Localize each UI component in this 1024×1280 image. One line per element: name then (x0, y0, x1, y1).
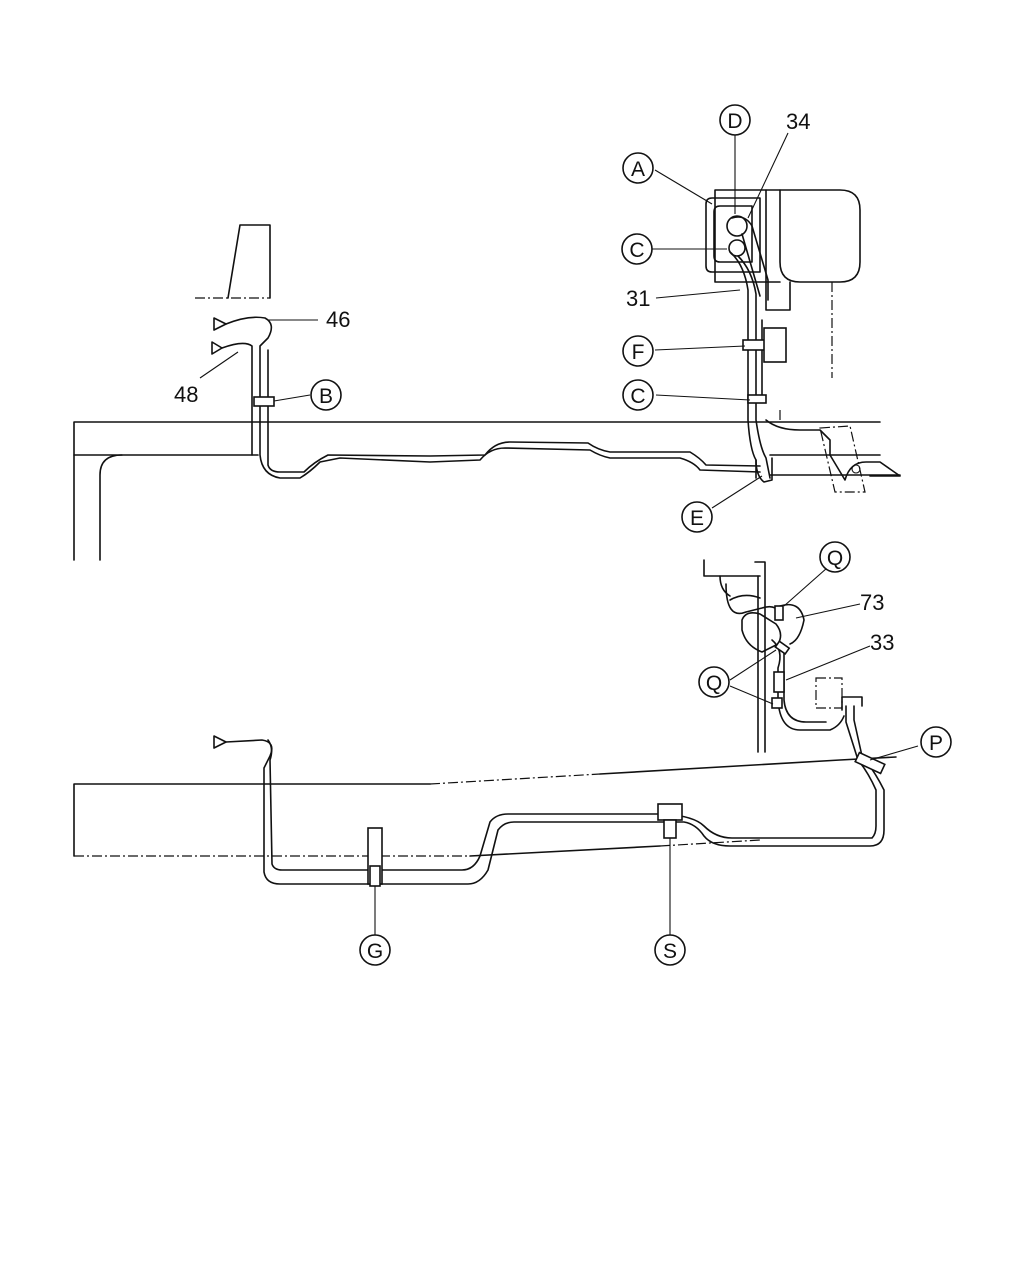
callout-p: P (920, 726, 952, 758)
clip-q-upper (774, 605, 784, 621)
svg-text:G: G (367, 940, 383, 963)
svg-text:A: A (631, 158, 645, 181)
callout-d: D (719, 104, 751, 136)
callout-q-upper: Q (819, 541, 851, 573)
lower-fuel-lines (213, 705, 886, 887)
part-number-33: 33 (870, 630, 894, 655)
upper-leader-lines (199, 132, 789, 509)
part-number-46: 46 (326, 307, 350, 332)
svg-text:Q: Q (827, 547, 843, 570)
callout-g: G (359, 934, 391, 966)
callout-s: S (654, 934, 686, 966)
part-number-31: 31 (626, 286, 650, 311)
part-number-73: 73 (860, 590, 884, 615)
callout-q-lower: Q (698, 666, 730, 698)
clip-s (657, 803, 683, 821)
filler-neck-area (703, 559, 863, 753)
callout-f: F (622, 335, 654, 367)
callout-a: A (622, 152, 654, 184)
callout-b: B (310, 379, 342, 411)
callout-e: E (681, 501, 713, 533)
svg-text:Q: Q (706, 672, 722, 695)
clip-q-lower (771, 697, 783, 709)
clip-b (253, 396, 275, 407)
part-number-48: 48 (174, 382, 198, 407)
lower-leader-lines (374, 567, 919, 936)
svg-text:B: B (319, 385, 333, 408)
svg-text:C: C (630, 385, 645, 408)
clip-c-lower (747, 394, 767, 404)
seat-back-outline (195, 224, 271, 299)
vapor-canister (705, 189, 861, 378)
svg-text:E: E (690, 507, 704, 530)
svg-text:C: C (629, 239, 644, 262)
callout-c-upper: C (621, 233, 653, 265)
upper-frame-rail (73, 421, 901, 561)
callout-c-lower: C (622, 379, 654, 411)
svg-text:D: D (727, 110, 742, 133)
clip-p (854, 751, 886, 775)
left-vent-lines (211, 316, 761, 479)
svg-text:P: P (929, 732, 943, 755)
clip-f (742, 339, 766, 351)
upper-view (73, 132, 901, 561)
lower-view (73, 559, 919, 936)
canister-hoses (726, 215, 787, 483)
svg-text:S: S (663, 940, 677, 963)
svg-text:F: F (632, 341, 645, 364)
part-number-34: 34 (786, 109, 810, 134)
frame-bracket (765, 410, 901, 493)
clip-33 (773, 671, 785, 693)
